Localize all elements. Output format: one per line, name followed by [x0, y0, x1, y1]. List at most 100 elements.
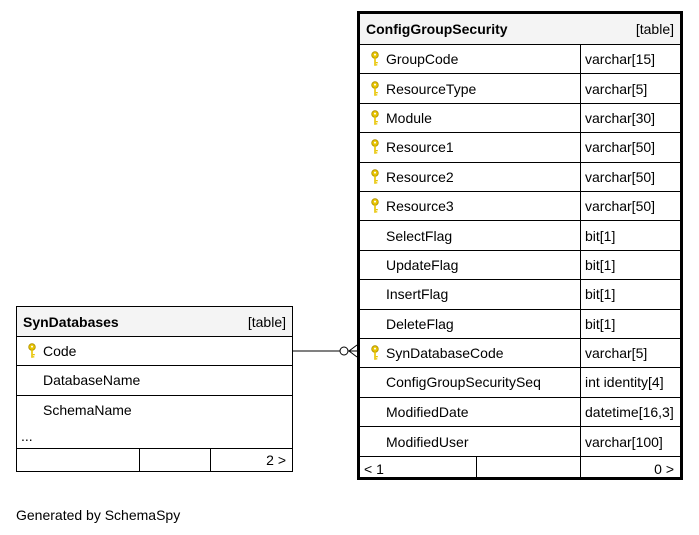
- column-name: DeleteFlag: [386, 315, 454, 332]
- column-name: Module: [386, 109, 432, 126]
- column-row: Resource2 varchar[50]: [360, 162, 680, 192]
- table-kind: [table]: [247, 313, 286, 330]
- column-row: SynDatabaseCode varchar[5]: [360, 338, 680, 369]
- table-kind: [table]: [635, 21, 674, 37]
- column-row: Code: [17, 337, 292, 367]
- key-icon: [364, 51, 386, 67]
- column-name: SelectFlag: [386, 227, 453, 244]
- column-row: SchemaName: [17, 396, 292, 425]
- column-type: varchar[100]: [580, 427, 680, 457]
- column-name: Resource1: [386, 139, 454, 156]
- column-type: bit[1]: [580, 309, 680, 338]
- column-name: ConfigGroupSecuritySeq: [386, 374, 541, 391]
- column-type: varchar[15]: [580, 45, 680, 74]
- generated-by-credit: Generated by SchemaSpy: [16, 507, 181, 523]
- column-name-cell: SynDatabaseCode: [360, 339, 580, 367]
- key-icon: [371, 139, 379, 155]
- key-icon: [371, 110, 379, 125]
- children-count: 2 >: [210, 448, 292, 472]
- column-name-cell: ConfigGroupSecuritySeq: [360, 368, 580, 396]
- column-name: DatabaseName: [43, 372, 141, 389]
- column-row: ModifiedDate datetime[16,3]: [360, 397, 680, 428]
- column-name: InsertFlag: [386, 286, 449, 303]
- column-name-cell: SchemaName: [17, 396, 292, 425]
- column-type: varchar[50]: [580, 162, 680, 191]
- key-icon: [371, 80, 379, 96]
- column-name-cell: GroupCode: [360, 45, 580, 73]
- column-name-cell: UpdateFlag: [360, 251, 580, 279]
- column-type: varchar[5]: [580, 338, 680, 368]
- key-icon: [371, 169, 379, 184]
- key-icon: [28, 343, 36, 358]
- zero-cardinality-circle: [339, 346, 349, 356]
- column-name: Code: [43, 343, 77, 360]
- column-name-cell: DatabaseName: [17, 366, 292, 394]
- column-name-cell: Code: [17, 337, 292, 365]
- key-icon: [364, 198, 386, 214]
- column-name: GroupCode: [386, 51, 459, 68]
- column-name: ResourceType: [386, 80, 477, 97]
- table-footer: 2 >: [17, 448, 292, 472]
- column-row: SelectFlag bit[1]: [360, 221, 680, 251]
- table-name: SynDatabases: [23, 313, 119, 330]
- column-row: UpdateFlag bit[1]: [360, 250, 680, 281]
- column-name: SchemaName: [43, 402, 132, 419]
- crowfoot-upper: [348, 344, 358, 352]
- column-type: datetime[16,3]: [580, 397, 680, 427]
- column-name-cell: InsertFlag: [360, 280, 580, 308]
- column-name-cell: SelectFlag: [360, 221, 580, 249]
- key-icon: [364, 110, 386, 126]
- key-icon: [364, 169, 386, 185]
- column-name: SynDatabaseCode: [386, 345, 504, 362]
- column-name: UpdateFlag: [386, 256, 459, 273]
- ellipsis: ...: [21, 428, 33, 445]
- column-type: varchar[30]: [580, 103, 680, 133]
- column-row: Resource1 varchar[50]: [360, 133, 680, 163]
- ellipsis-row: ...: [17, 425, 292, 449]
- parents-count: < 1: [364, 460, 384, 477]
- column-name-cell: Resource1: [360, 133, 580, 161]
- footer-middle: [139, 448, 210, 472]
- column-row: Resource3 varchar[50]: [360, 191, 680, 222]
- key-icon: [364, 345, 386, 361]
- key-icon: [371, 345, 379, 360]
- table-name: ConfigGroupSecurity: [366, 21, 508, 37]
- column-row: Module varchar[30]: [360, 103, 680, 134]
- column-name: ModifiedDate: [386, 403, 469, 420]
- column-type: varchar[50]: [580, 191, 680, 221]
- column-name-cell: ModifiedUser: [360, 427, 580, 456]
- column-name-cell: Resource3: [360, 192, 580, 220]
- column-row: ResourceType varchar[5]: [360, 74, 680, 104]
- key-icon: [364, 139, 386, 155]
- column-name-cell: Resource2: [360, 163, 580, 191]
- column-name-cell: Module: [360, 104, 580, 132]
- config-group-security-table[interactable]: ConfigGroupSecurity [table] GroupCode var…: [357, 11, 683, 481]
- column-name-cell: DeleteFlag: [360, 310, 580, 338]
- table-header: ConfigGroupSecurity [table]: [360, 14, 680, 45]
- column-name: Resource2: [386, 168, 454, 185]
- column-row: DatabaseName: [17, 366, 292, 396]
- key-icon: [371, 51, 379, 66]
- column-type: varchar[50]: [580, 133, 680, 162]
- children-count: 0 >: [580, 457, 680, 481]
- column-type: bit[1]: [580, 280, 680, 309]
- column-row: GroupCode varchar[15]: [360, 45, 680, 75]
- table-header: SynDatabases [table]: [17, 307, 292, 337]
- key-icon: [21, 343, 43, 359]
- column-type: varchar[5]: [580, 74, 680, 103]
- column-name: Resource3: [386, 198, 454, 215]
- column-name-cell: ResourceType: [360, 74, 580, 102]
- key-icon: [371, 198, 379, 213]
- column-row: InsertFlag bit[1]: [360, 280, 680, 310]
- column-row: DeleteFlag bit[1]: [360, 309, 680, 339]
- column-name-cell: ModifiedDate: [360, 398, 580, 426]
- table-footer: < 1 0 >: [360, 456, 680, 481]
- column-type: bit[1]: [580, 250, 680, 280]
- column-type: bit[1]: [580, 221, 680, 250]
- crowfoot-lower: [348, 350, 358, 358]
